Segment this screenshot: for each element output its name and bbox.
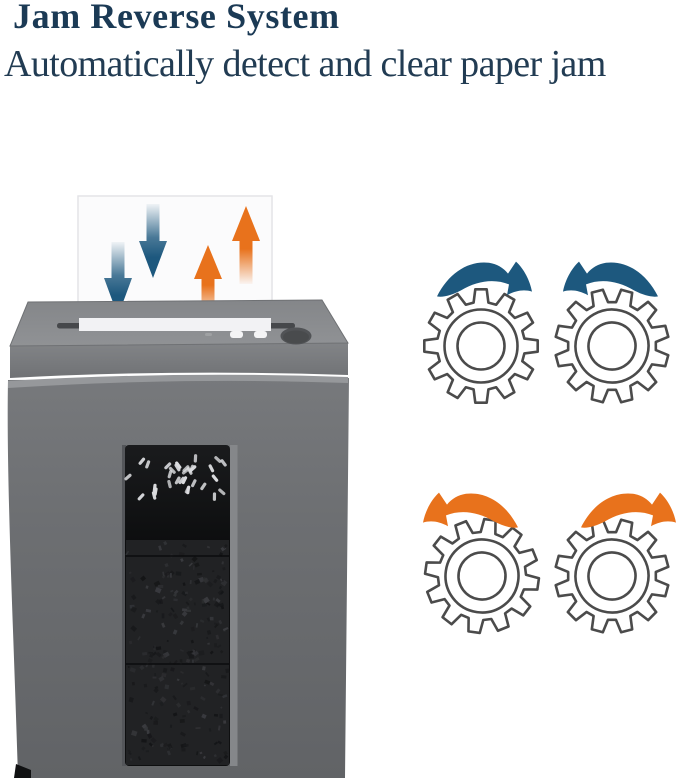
- page-subtitle: Automatically detect and clear paper jam: [4, 43, 606, 85]
- gear-top-left: [422, 287, 540, 405]
- shredder: [7, 299, 349, 778]
- shredder-lid: [8, 299, 349, 388]
- gear-diagram: [416, 261, 679, 647]
- indicator-dash: [205, 333, 212, 336]
- gear-top-right: [541, 275, 679, 417]
- shredder-foot: [14, 764, 31, 778]
- rotation-arrow-counterclockwise-orange-icon: [423, 492, 518, 528]
- window-recess-left: [122, 445, 126, 766]
- paper-arrow-up-1: [194, 245, 222, 318]
- led-indicator-2: [254, 331, 267, 338]
- paper-arrow-down-2: [139, 204, 167, 278]
- lid-front-face: [10, 343, 348, 378]
- gear-bottom-right: [541, 505, 679, 647]
- shred-pile-texture: [125, 541, 230, 764]
- paper-arrow-up-2: [232, 206, 260, 284]
- gear-bottom-left: [416, 510, 548, 642]
- lid-light-band: [8, 374, 348, 388]
- led-indicator-1: [230, 331, 243, 338]
- falling-confetti: [124, 454, 227, 501]
- paper-arrow-down-1: [104, 242, 132, 316]
- window-recess-edge: [230, 445, 238, 766]
- rotation-arrow-counterclockwise-blue-icon: [563, 261, 658, 297]
- page-title: Jam Reverse System: [13, 0, 340, 36]
